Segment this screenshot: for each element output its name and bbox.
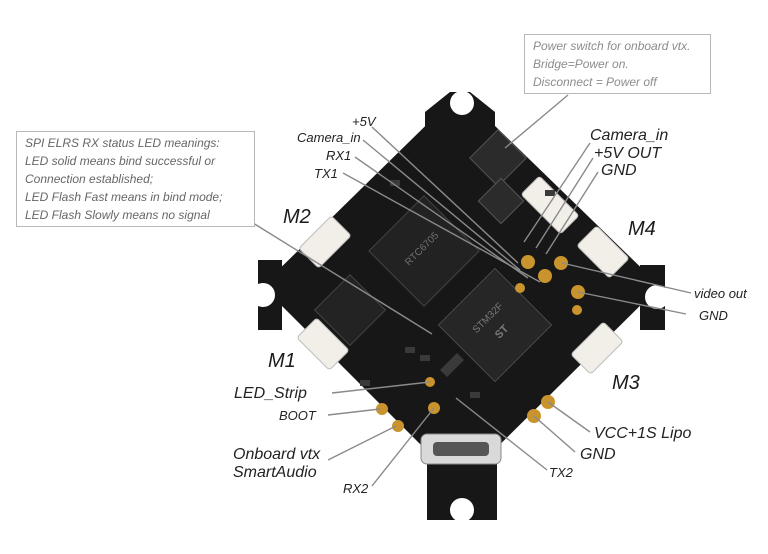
label-rx1: RX1: [326, 148, 352, 163]
motor-connector-m4: [577, 226, 629, 278]
vtx-module: [469, 129, 527, 225]
motor-connector-m3: [571, 322, 623, 374]
spi-elrs-note-line: LED Flash Fast means in bind mode;: [25, 190, 223, 204]
spi-elrs-note-line: LED solid means bind successful or: [25, 154, 216, 168]
label-video-out: video out: [694, 286, 747, 301]
label-rx2: RX2: [343, 481, 369, 496]
label-tx2: TX2: [549, 465, 573, 480]
leader-lines: [252, 94, 692, 487]
power-switch-note-line: Power switch for onboard vtx.: [533, 39, 691, 53]
power-switch-note-line: Disconnect = Power off: [533, 75, 657, 89]
elrs-chip: [313, 273, 387, 347]
flight-controller-board: [251, 91, 669, 522]
power-switch-note: Power switch for onboard vtx. Bridge=Pow…: [524, 34, 711, 94]
motor-label-m4: M4: [628, 218, 656, 240]
label-plus5v: +5V: [352, 114, 376, 129]
spi-elrs-note-line: Connection established;: [25, 172, 154, 186]
motor-label-m2: M2: [283, 206, 311, 228]
camera-connector: [521, 176, 579, 234]
stm32-chip: STM32F ST: [437, 267, 553, 383]
label-boot: BOOT: [279, 408, 316, 423]
motor-label-m1: M1: [268, 350, 296, 372]
spi-elrs-note-line: SPI ELRS RX status LED meanings:: [25, 136, 220, 150]
label-smartaudio: SmartAudio: [233, 464, 317, 481]
label-tx1: TX1: [314, 166, 338, 181]
usb-connector: [420, 433, 502, 465]
label-gnd-right-top: GND: [601, 162, 637, 179]
label-gnd-video: GND: [699, 308, 728, 323]
spi-elrs-note-line: LED Flash Slowly means no signal: [25, 208, 210, 222]
smd-components: [360, 180, 555, 398]
label-vcc-lipo: VCC+1S Lipo: [594, 425, 692, 442]
label-plus5v-out: +5V OUT: [594, 145, 662, 162]
rtc6705-chip: RTC6705: [368, 195, 480, 307]
label-camera-in-left: Camera_in: [297, 130, 361, 145]
spi-elrs-note: SPI ELRS RX status LED meanings: LED sol…: [16, 131, 255, 227]
label-camera-in-right: Camera_in: [590, 127, 669, 144]
power-switch-note-line: Bridge=Power on.: [533, 57, 629, 71]
label-led-strip: LED_Strip: [234, 385, 307, 402]
motor-label-m3: M3: [612, 372, 640, 394]
motor-connector-m1: [297, 318, 349, 370]
label-gnd-bottom: GND: [580, 446, 616, 463]
label-onboard-vtx: Onboard vtx: [233, 446, 321, 463]
